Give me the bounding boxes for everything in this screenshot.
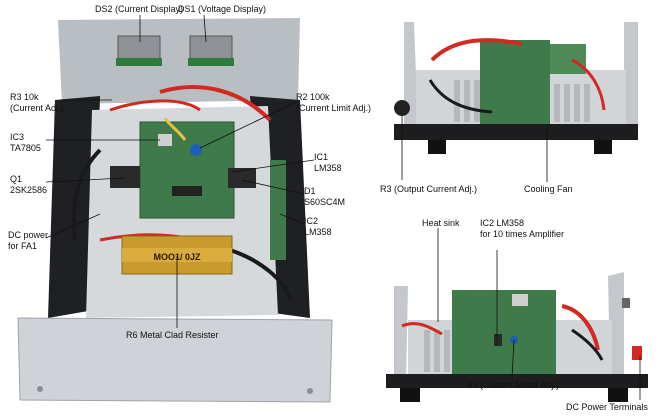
label-ds1-voltage-display: DS1 (Voltage Display): [178, 4, 267, 14]
label-r6-metal-clad-resister: R6 Metal Clad Resister: [126, 330, 219, 340]
label-heat-sink: Heat sink: [422, 218, 460, 228]
top-right-photo-illustration: [372, 0, 660, 206]
label-r3-current-adj: R3 10k (Current Adj.): [10, 92, 64, 113]
label-r9-current-meter-adj: R9 (Current Meter Adj.): [466, 380, 560, 390]
label-dc-power-terminals: DC Power Terminals: [566, 402, 648, 412]
label-dc-power-fa1: DC power for FA1: [8, 230, 49, 251]
label-d1-s60sc4m: D1 S60SC4M: [304, 186, 346, 207]
label-cooling-fan: Cooling Fan: [524, 184, 573, 194]
bottom-right-photo-rear-view: [372, 210, 660, 416]
top-right-photo-side-view: [372, 0, 660, 206]
resistor-marking-text: MOO1/ 0JZ: [153, 252, 201, 262]
bottom-right-photo-illustration: [372, 210, 660, 416]
label-r3-output-current-adj: R3 (Output Current Adj.): [380, 184, 478, 194]
label-r2-current-limit-adj: R2 100k (Current Limit Adj.): [296, 92, 372, 113]
label-ic2-amplifier: IC2 LM358 for 10 times Amplifier: [480, 218, 565, 239]
label-ic1-lm358: IC1 LM358: [314, 152, 342, 173]
label-ic2-lm358: IC2 LM358: [304, 216, 332, 237]
left-photo-illustration: MOO1/ 0JZ: [17, 18, 333, 403]
label-q1-2sk2586: Q1 2SK2586: [10, 174, 48, 195]
label-ic3-ta7805: IC3 TA7805: [10, 132, 41, 153]
left-photo-open-chassis: MOO1/ 0JZ: [17, 18, 333, 403]
label-ds2-current-display: DS2 (Current Display): [95, 4, 184, 14]
